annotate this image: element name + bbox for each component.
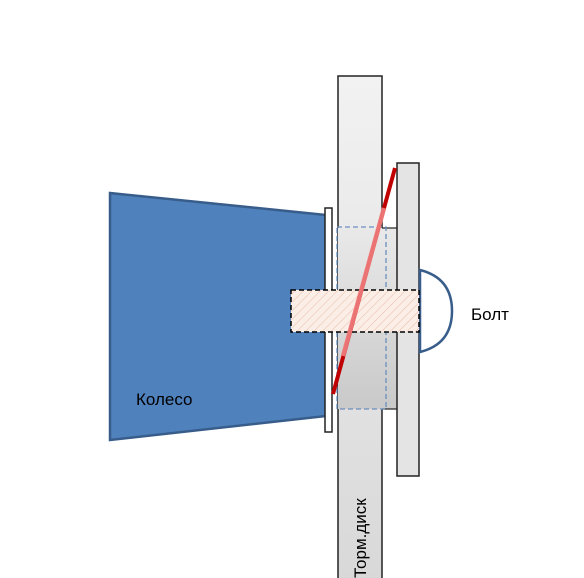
bolt-label: Болт bbox=[471, 305, 509, 324]
wheel-label: Колесо bbox=[136, 390, 193, 409]
brake-disc-label: Торм.диск bbox=[351, 498, 370, 578]
bolt-head bbox=[418, 268, 454, 354]
red-tension-line-light bbox=[340, 207, 387, 357]
